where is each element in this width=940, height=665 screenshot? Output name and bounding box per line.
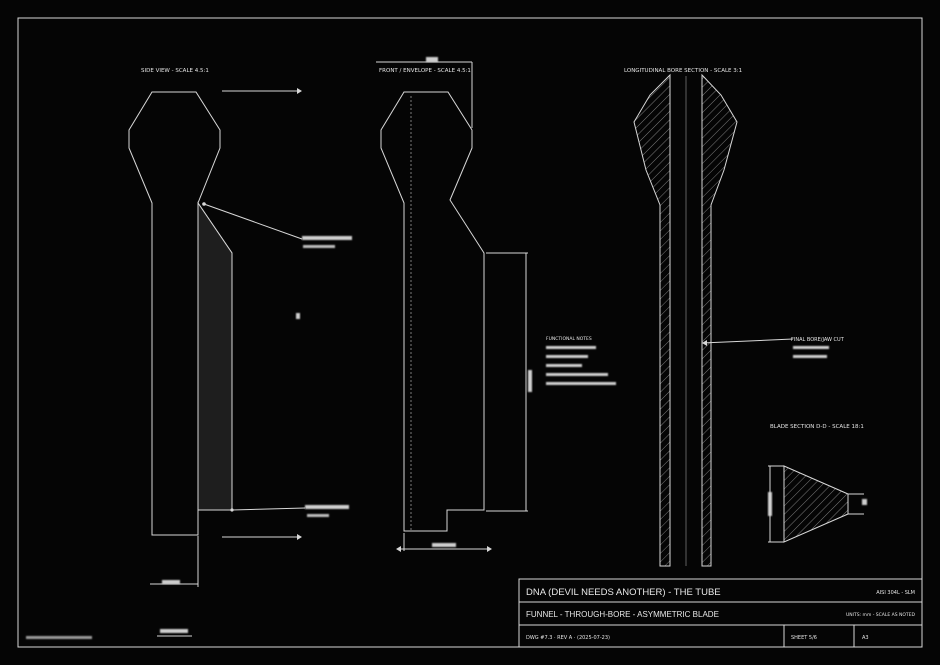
sheet-border [17, 17, 923, 648]
title-block-frame [518, 578, 923, 648]
front-view-outline [380, 91, 485, 532]
drawing-title: DNA (DEVIL NEEDS ANOTHER) - THE TUBE [526, 587, 721, 598]
drawing-number: DWG #7.3 · REV A · (2025-07-23) [526, 635, 610, 641]
blurred-text [793, 346, 829, 349]
blurred-text [528, 370, 532, 392]
blurred-text [296, 313, 300, 319]
sheet-number: SHEET 5/6 [791, 635, 817, 641]
side-view: SIDE VIEW - SCALE 4.5:1 [128, 68, 306, 637]
arrow-head [297, 534, 302, 540]
front-view: FRONT / ENVELOPE - SCALE 4.5:1 [376, 61, 528, 552]
blurred-text [793, 355, 827, 358]
blurred-text [305, 505, 349, 509]
blurred-text [546, 355, 588, 358]
right-wall-section [701, 73, 738, 567]
front-view-label: FRONT / ENVELOPE - SCALE 4.5:1 [379, 68, 471, 74]
leader-line [231, 507, 306, 511]
left-wall-section [633, 73, 671, 567]
title-block: DNA (DEVIL NEEDS ANOTHER) - THE TUBE AIS… [518, 578, 923, 648]
blurred-text [546, 373, 608, 376]
arrow-head [396, 546, 401, 552]
blade-section-label: BLADE SECTION D-D - SCALE 18:1 [770, 424, 864, 430]
side-view-label: SIDE VIEW - SCALE 4.5:1 [141, 68, 209, 74]
blurred-text [162, 580, 180, 584]
drawing-subtitle: FUNNEL - THROUGH-BORE - ASYMMETRIC BLADE [526, 610, 719, 619]
leader-line [203, 203, 303, 240]
blurred-text [546, 346, 596, 349]
arrow-head [487, 546, 492, 552]
leader-dot [202, 202, 206, 206]
side-view-blade-face [197, 201, 233, 511]
material-spec: AISI 304L - SLM [876, 590, 915, 596]
blurred-text [303, 245, 335, 248]
blurred-text [160, 629, 188, 633]
arrow-head [297, 88, 302, 94]
leader-line [701, 338, 794, 344]
sheet-size: A3 [862, 635, 869, 641]
final-bore-note: FINAL BORE/JAW CUT [791, 337, 845, 343]
bore-section-view: LONGITUDINAL BORE SECTION - SCALE 3:1 FI… [624, 68, 845, 567]
blade-section-view: BLADE SECTION D-D - SCALE 18:1 [768, 424, 864, 543]
blurred-text [862, 499, 867, 505]
blurred-text [432, 543, 456, 547]
blurred-text [302, 236, 352, 240]
arrow-head [702, 340, 707, 346]
leader-dot [230, 508, 234, 512]
blade-cross-section [783, 465, 849, 543]
functional-notes-title: FUNCTIONAL NOTES [546, 336, 592, 342]
blurred-text [26, 636, 92, 639]
blurred-text [546, 364, 582, 367]
blurred-text [426, 57, 438, 62]
blurred-text [307, 514, 329, 517]
units-note: UNITS: mm - SCALE AS NOTED [846, 612, 916, 618]
blurred-text [546, 382, 616, 385]
bore-section-label: LONGITUDINAL BORE SECTION - SCALE 3:1 [624, 68, 742, 74]
